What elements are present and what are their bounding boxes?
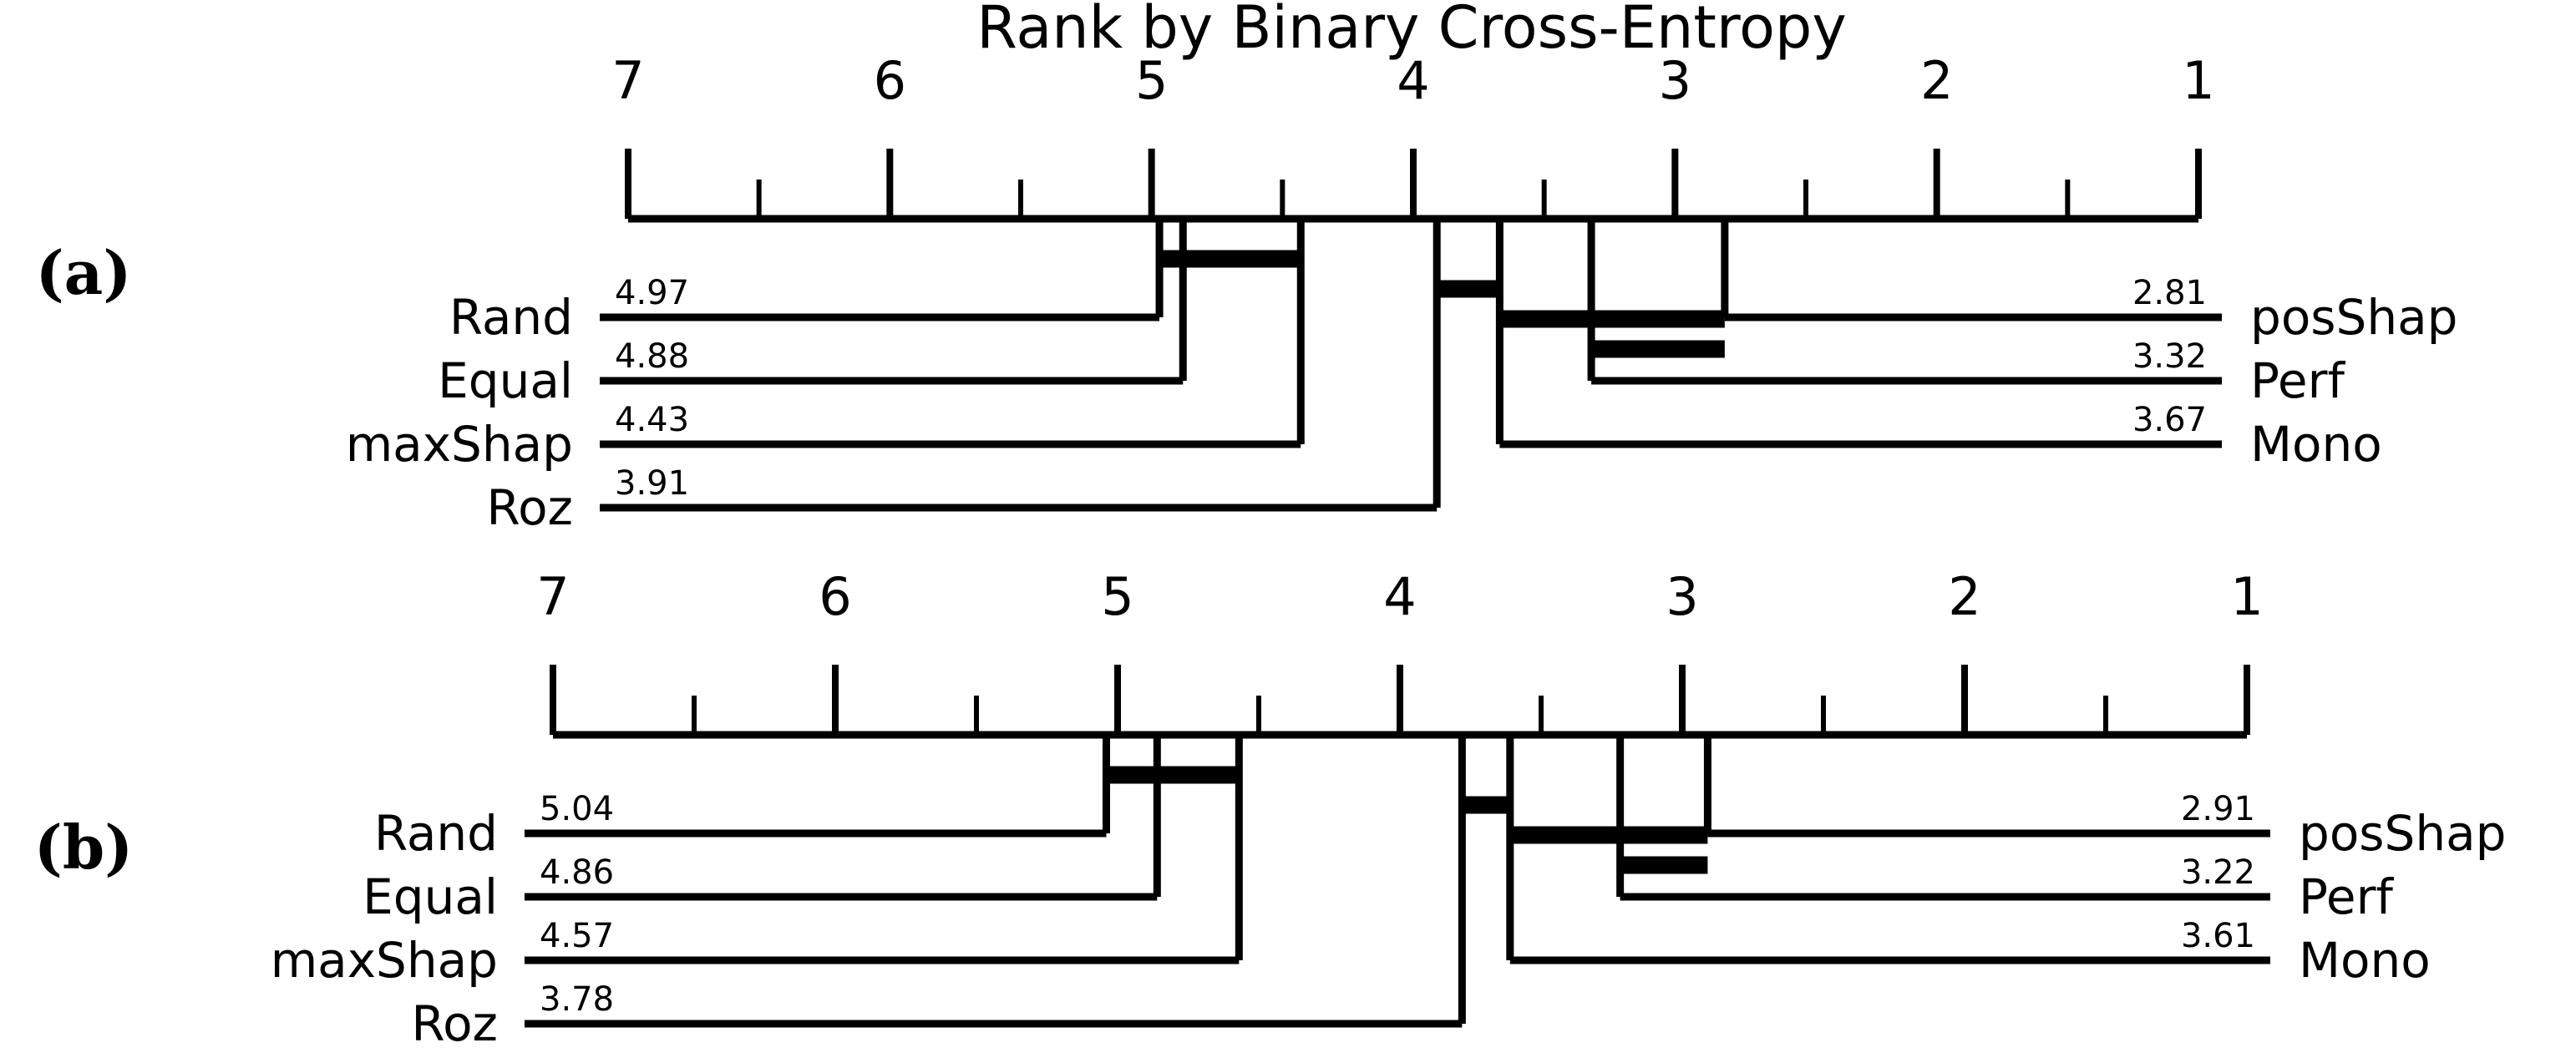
rank-value-right: 2.91: [2181, 790, 2255, 828]
method-label-left: Rand: [449, 289, 573, 346]
method-label-left: maxShap: [346, 416, 573, 473]
axis-tick-label: 2: [1920, 50, 1953, 111]
method-label-left: Equal: [363, 868, 498, 925]
axis-tick-label: 3: [1666, 566, 1698, 627]
method-label-left: Equal: [438, 352, 573, 409]
axis-tick-label: 4: [1383, 566, 1416, 627]
axis-tick-label: 6: [819, 566, 851, 627]
method-label-left: Roz: [486, 479, 573, 536]
rank-value-right: 3.67: [2132, 401, 2207, 439]
method-label-left: maxShap: [271, 932, 498, 989]
axis-tick-label: 1: [2230, 566, 2263, 627]
figure-title: Rank by Binary Cross-Entropy: [976, 0, 1847, 62]
axis-tick-label: 2: [1948, 566, 1980, 627]
rank-value-left: 4.86: [540, 853, 614, 892]
rank-value-left: 4.97: [615, 274, 689, 312]
axis-tick-label: 4: [1397, 50, 1429, 111]
method-label-right: Mono: [2299, 932, 2431, 989]
method-label-right: Mono: [2250, 416, 2382, 473]
method-label-left: Rand: [374, 805, 498, 862]
panel-tag-a: (a): [36, 237, 132, 308]
rank-value-right: 3.32: [2132, 337, 2207, 376]
rank-value-left: 4.43: [615, 401, 689, 439]
axis-tick-label: 7: [536, 566, 569, 627]
panel-tag-b: (b): [34, 812, 133, 883]
method-label-right: Perf: [2299, 868, 2394, 925]
method-label-right: posShap: [2299, 805, 2506, 862]
axis-tick-label: 3: [1659, 50, 1691, 111]
panel-a: (a) 7 6 5 4 3 2 1 4.97 Rand 4.88 Equal 4.43 maxShap 3.…: [36, 50, 2458, 536]
rank-value-left: 3.78: [540, 980, 614, 1019]
rank-value-left: 4.57: [540, 917, 614, 955]
rank-value-right: 2.81: [2132, 274, 2207, 312]
rank-value-right: 3.22: [2181, 853, 2255, 892]
axis-tick-label: 5: [1101, 566, 1133, 627]
rank-value-left: 3.91: [615, 464, 689, 503]
axis-tick-label: 5: [1135, 50, 1168, 111]
method-label-right: posShap: [2250, 289, 2457, 346]
panel-b: (b) 7 6 5 4 3 2 1 5.04 Rand 4.86 Equal 4.57 maxShap 3.…: [34, 566, 2507, 1052]
axis-tick-label: 7: [611, 50, 644, 111]
method-label-right: Perf: [2250, 352, 2345, 409]
axis-tick-label: 1: [2182, 50, 2214, 111]
rank-value-left: 4.88: [615, 337, 689, 376]
rank-value-left: 5.04: [540, 790, 614, 828]
axis-tick-label: 6: [874, 50, 906, 111]
method-label-left: Roz: [411, 995, 498, 1052]
rank-value-right: 3.61: [2181, 917, 2255, 955]
